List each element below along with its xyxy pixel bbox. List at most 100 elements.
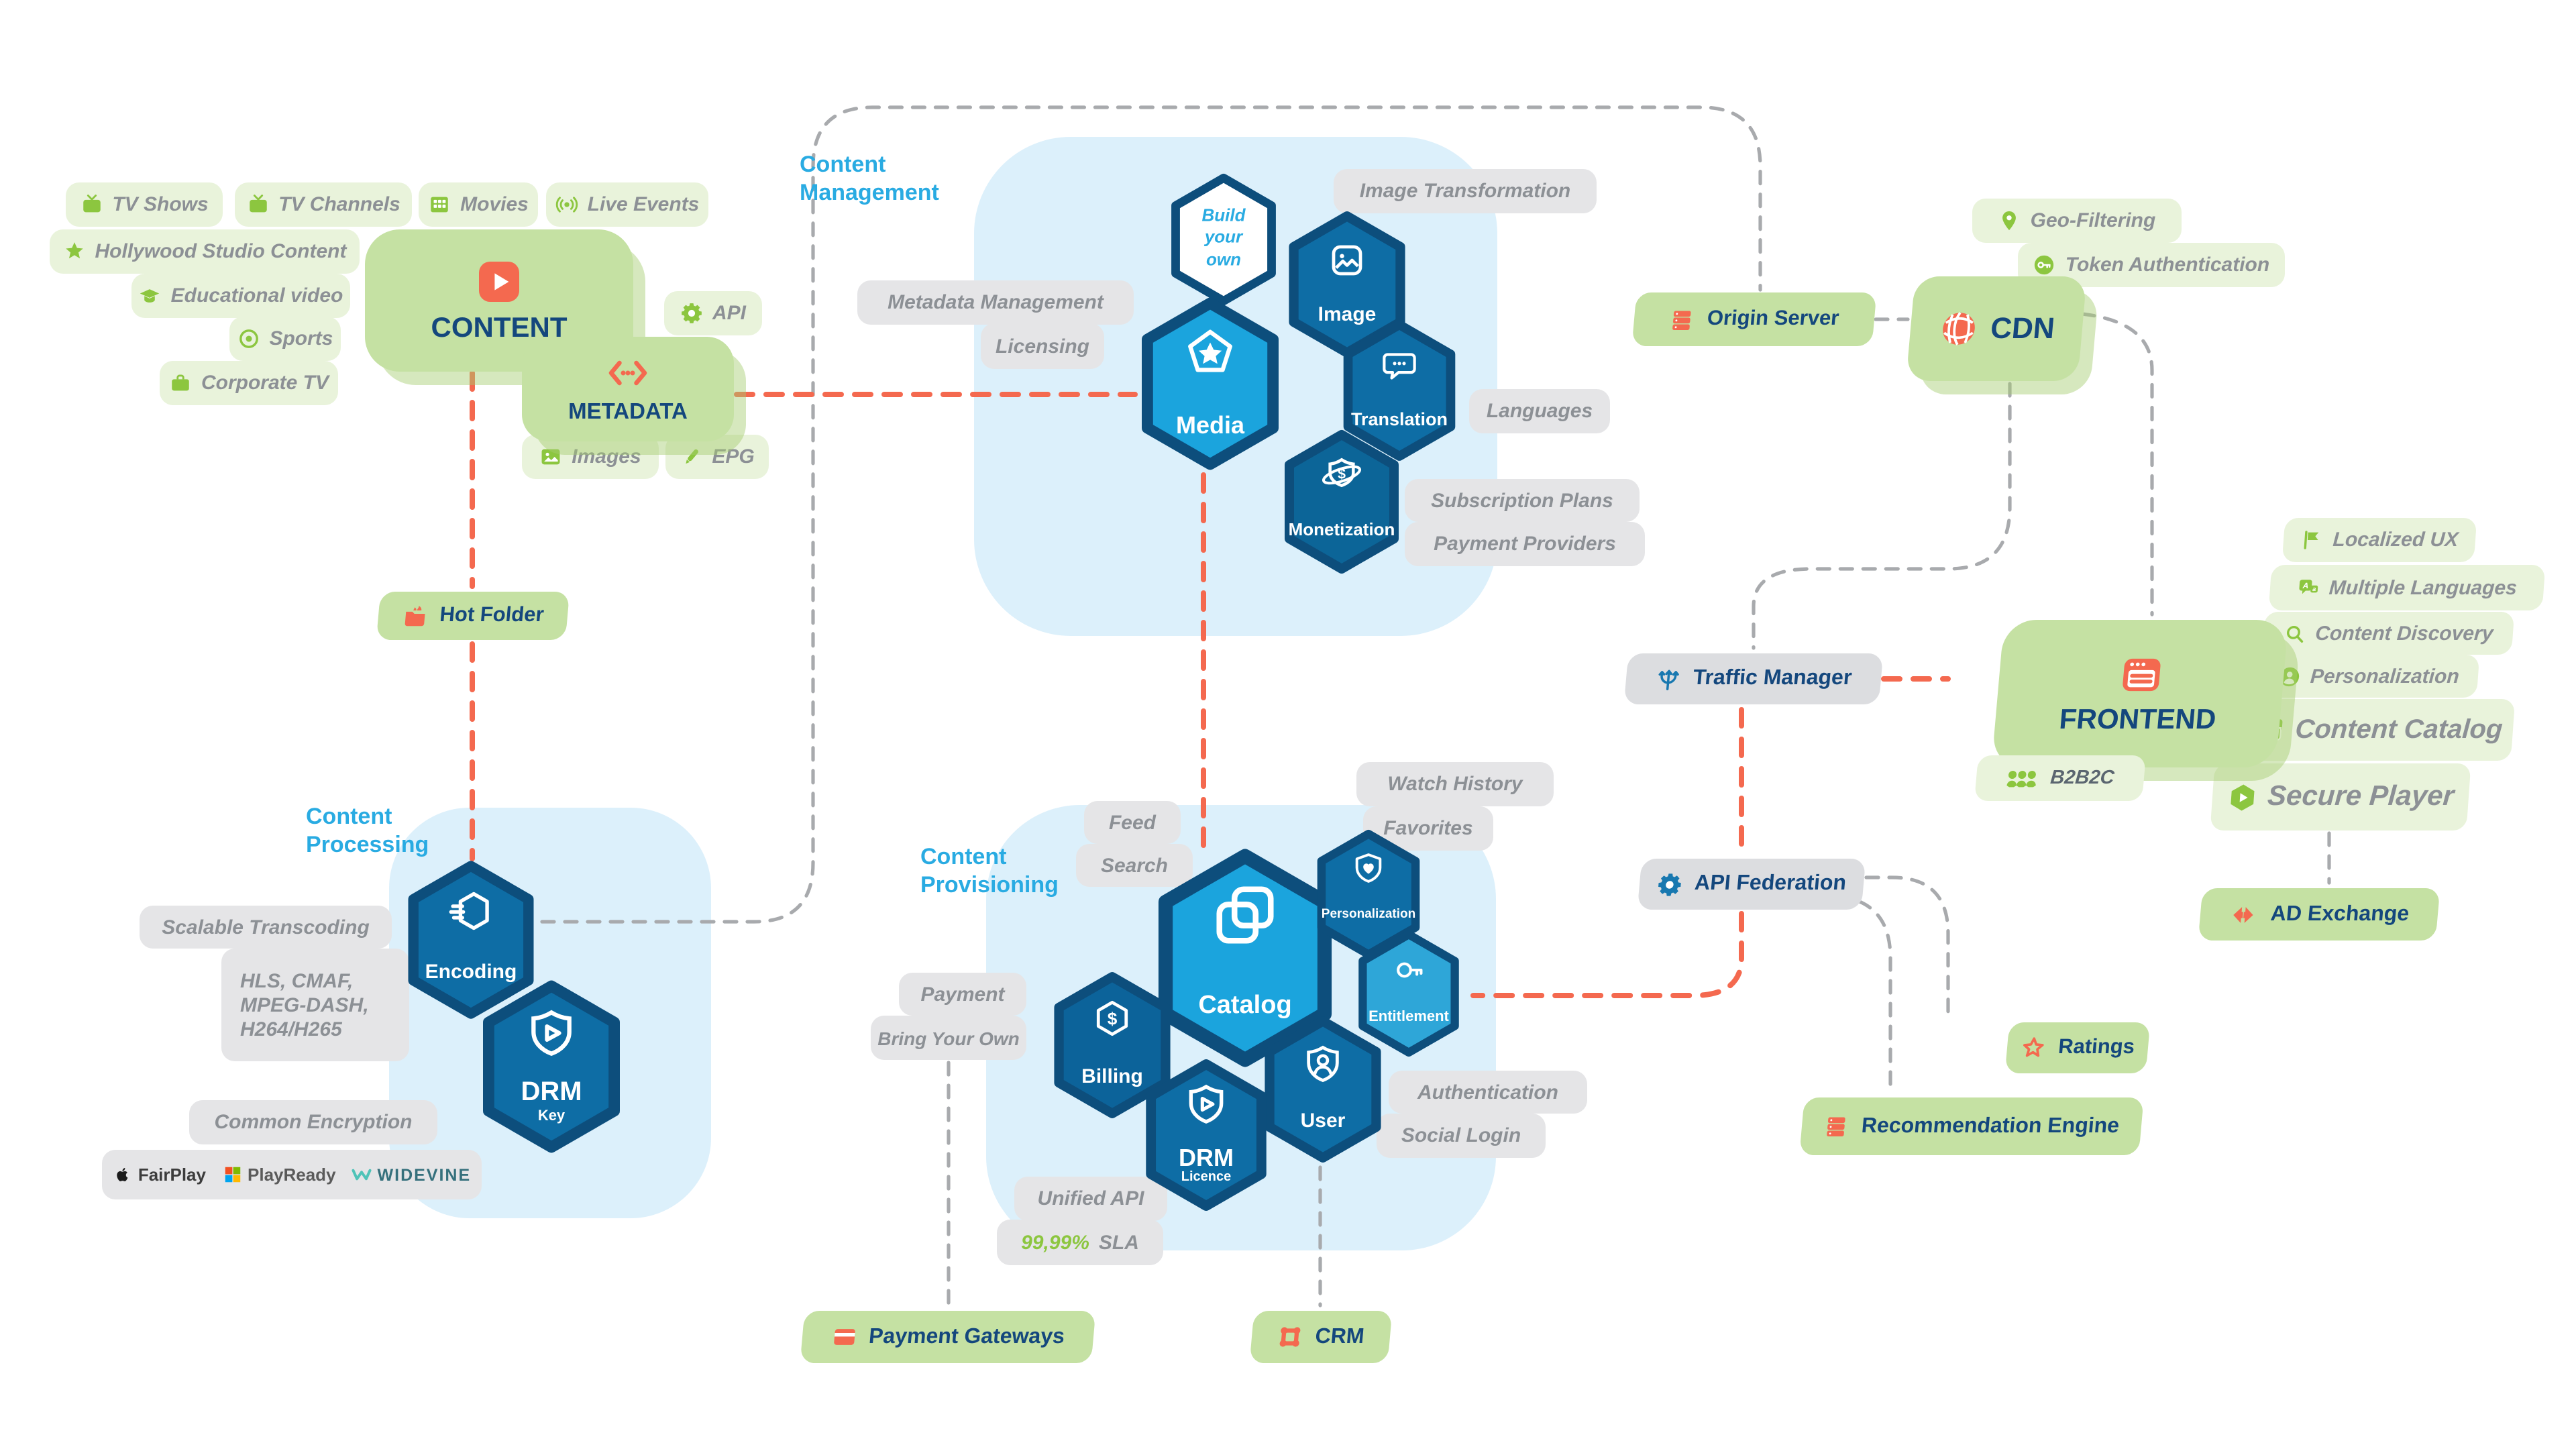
content-provisioning-label: Content Provisioning xyxy=(920,844,1059,898)
drm-key-hex-label: DRM xyxy=(521,1077,582,1107)
common-encryption-tag: Common Encryption xyxy=(189,1100,437,1144)
content-discovery-label: Content Discovery xyxy=(2314,622,2494,645)
h-key-icon xyxy=(1391,953,1426,994)
languages-tag: Languages xyxy=(1469,389,1610,433)
gray-dashed-edge-0 xyxy=(540,105,1762,924)
h-cubes-icon xyxy=(1209,879,1281,958)
search-tag: Search xyxy=(1076,844,1193,887)
educational-video-label: Educational video xyxy=(170,284,343,307)
secure-player-tag: Secure Player xyxy=(2210,763,2471,830)
payment-gateways-label: Payment Gateways xyxy=(867,1325,1066,1348)
watch-history-label: Watch History xyxy=(1387,773,1523,796)
grad-icon xyxy=(139,284,162,307)
api-label: API xyxy=(712,302,746,325)
unified-api-label: Unified API xyxy=(1037,1187,1144,1210)
gray-dashed-edge-5 xyxy=(1864,875,1950,1019)
tv-channels-tag: TV Channels xyxy=(235,182,412,227)
search-label: Search xyxy=(1100,854,1169,877)
flag-icon xyxy=(2300,529,2324,551)
subscription-plans-label: Subscription Plans xyxy=(1431,489,1613,512)
ratings-node: Ratings xyxy=(2004,1022,2151,1073)
billing-hexagon: $Billing xyxy=(1044,971,1181,1119)
film-icon xyxy=(428,193,451,216)
drm-licence-hex-sublabel: Licence xyxy=(1181,1170,1232,1185)
format-line: H264/H265 xyxy=(240,1018,342,1040)
content-management-label: Content Management xyxy=(800,152,939,206)
recommendation-engine-label: Recommendation Engine xyxy=(1860,1114,2121,1137)
secure-player-label: Secure Player xyxy=(2266,781,2455,812)
authentication-tag: Authentication xyxy=(1389,1071,1587,1114)
hot-folder-node: Hot Folder xyxy=(376,592,570,640)
user-hexagon: User xyxy=(1254,1016,1391,1163)
languages-label: Languages xyxy=(1486,400,1593,423)
fairplay-brand: FairPlay xyxy=(113,1165,206,1185)
byo-line: Build xyxy=(1201,204,1246,225)
ad-exchange-label: AD Exchange xyxy=(2269,902,2410,925)
content-catalog-label: Content Catalog xyxy=(2294,714,2504,744)
traffic-manager-label: Traffic Manager xyxy=(1692,667,1853,690)
frontend-node: FRONTEND xyxy=(1991,620,2289,767)
payment-providers-tag: Payment Providers xyxy=(1405,522,1645,566)
crm-label: CRM xyxy=(1314,1325,1366,1348)
drm-key-hex-sublabel: Key xyxy=(537,1108,566,1125)
h-coin-orbit-icon: $ xyxy=(1320,454,1363,504)
payment-providers-label: Payment Providers xyxy=(1434,533,1616,555)
hexagon-shape xyxy=(1265,1016,1381,1163)
payment-label: Payment xyxy=(920,983,1005,1006)
origin-server-node: Origin Server xyxy=(1631,292,1877,346)
b2b2c-label: B2B2C xyxy=(2049,767,2115,789)
image-transformation-label: Image Transformation xyxy=(1359,180,1571,203)
sla-unit: SLA xyxy=(1098,1231,1139,1254)
cdn-node: CDN xyxy=(1906,276,2087,381)
entitlement-hexagon: Entitlement xyxy=(1350,930,1468,1057)
monetization-hex-label: Monetization xyxy=(1288,519,1395,539)
metadata-label: METADATA xyxy=(568,400,688,424)
entitlement-hex-label: Entitlement xyxy=(1368,1008,1449,1025)
metadata-management-label: Metadata Management xyxy=(888,291,1104,314)
h-heart-shield-icon xyxy=(1351,851,1386,893)
sla-value: 99,99% xyxy=(1021,1231,1089,1254)
personalization-feature-label: Personalization xyxy=(2309,665,2461,688)
api-federation-label: API Federation xyxy=(1693,872,1847,895)
image-transformation-tag: Image Transformation xyxy=(1334,169,1597,213)
tv-icon xyxy=(80,193,103,216)
hollywood-studio-content-label: Hollywood Studio Content xyxy=(95,240,347,263)
frontend-label: FRONTEND xyxy=(2057,704,2218,735)
people-icon xyxy=(2004,762,2039,794)
widevine-w-icon xyxy=(352,1165,372,1185)
scalable-transcoding-label: Scalable Transcoding xyxy=(162,916,370,938)
corporate-tv-label: Corporate TV xyxy=(201,372,329,394)
localized-ux-label: Localized UX xyxy=(2332,529,2459,551)
key-circle-icon xyxy=(2033,254,2056,276)
bring-your-own-tag: Bring Your Own xyxy=(871,1016,1026,1060)
server-icon xyxy=(1668,307,1696,332)
media-hex-label: Media xyxy=(1175,411,1244,439)
h-star-shield-icon xyxy=(1182,326,1238,389)
ratings-label: Ratings xyxy=(2057,1036,2136,1059)
globe-icon xyxy=(1937,309,1980,349)
image-hexagon: Image xyxy=(1279,211,1415,358)
live-events-label: Live Events xyxy=(587,193,700,216)
code-icon xyxy=(608,353,648,393)
hexagon-shape xyxy=(1343,320,1456,461)
movies-tag: Movies xyxy=(419,182,538,227)
epg-tag: EPG xyxy=(665,435,769,479)
byo-line: your xyxy=(1204,227,1243,248)
encoding-hexagon: Encoding xyxy=(397,860,545,1020)
personalization-hex-label: Personalization xyxy=(1321,907,1416,922)
licensing-tag: Licensing xyxy=(981,323,1104,369)
picture-icon xyxy=(539,445,562,468)
hexagon-shape xyxy=(1146,1059,1267,1211)
payment-tag: Payment xyxy=(899,973,1026,1016)
unified-api-tag: Unified API xyxy=(1014,1177,1167,1221)
live-events-tag: Live Events xyxy=(546,182,708,227)
favorites-label: Favorites xyxy=(1383,817,1473,840)
image-hex-label: Image xyxy=(1318,303,1377,327)
h-person-icon xyxy=(1301,1042,1344,1092)
